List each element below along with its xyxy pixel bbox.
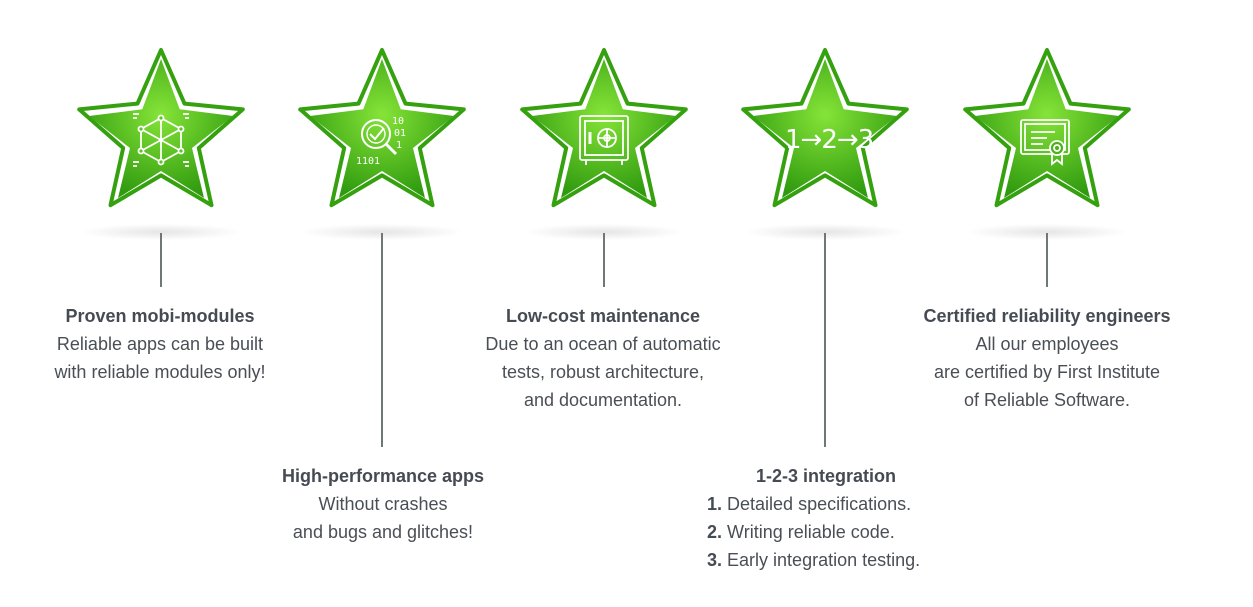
feature-title: High-performance apps <box>281 466 485 486</box>
feature-description-line: and documentation. <box>523 390 683 410</box>
feature-description-line: are certified by First Institute <box>933 362 1161 382</box>
svg-text:1: 1 <box>396 140 402 151</box>
connector-line <box>824 233 826 447</box>
star-shadow <box>745 224 905 240</box>
list-item: 2. Writing reliable code. <box>707 518 977 546</box>
list-item: 1. Detailed specifications. <box>707 490 977 518</box>
feature-title-wrap: 1-2-3 integration <box>676 462 976 490</box>
step-number: 1. <box>707 494 723 514</box>
connector-line <box>381 233 383 447</box>
safe-icon <box>574 110 634 175</box>
feature-description-line: tests, robust architecture, <box>501 362 705 382</box>
feature-text: High-performance apps Without crashes an… <box>233 462 533 546</box>
svg-text:10: 10 <box>392 116 404 127</box>
feature-title: 1-2-3 integration <box>755 466 897 486</box>
connector-line <box>603 233 605 287</box>
connector-line <box>1046 233 1048 287</box>
feature-text: Low-cost maintenance Due to an ocean of … <box>448 302 758 414</box>
step-text: Early integration testing. <box>727 550 921 570</box>
star-shadow <box>967 224 1127 240</box>
star-badge <box>957 46 1137 226</box>
certificate-icon <box>1017 110 1077 175</box>
step-text: Detailed specifications. <box>727 494 912 514</box>
svg-text:1101: 1101 <box>356 156 380 167</box>
star-badge <box>514 46 694 226</box>
step-text: Writing reliable code. <box>727 522 895 542</box>
feature-description-line: Due to an ocean of automatic <box>485 334 721 354</box>
feature-description-line: Without crashes <box>318 494 448 514</box>
feature-description-line: with reliable modules only! <box>54 362 266 382</box>
network-cube-icon <box>131 110 191 175</box>
binary-magnifier-check-icon: 10 01 1 1101 <box>352 110 412 175</box>
star-badge <box>735 46 915 226</box>
star-shadow <box>302 224 462 240</box>
step-number: 3. <box>707 550 723 570</box>
star-shadow <box>81 224 241 240</box>
feature-description-line: of Reliable Software. <box>963 390 1131 410</box>
svg-text:01: 01 <box>394 128 406 139</box>
feature-title: Certified reliability engineers <box>923 306 1171 326</box>
feature-text: Proven mobi-modules Reliable apps can be… <box>20 302 300 386</box>
list-item: 3. Early integration testing. <box>707 546 977 574</box>
integration-steps-list: 1. Detailed specifications. 2. Writing r… <box>707 490 977 574</box>
feature-text: Certified reliability engineers All our … <box>892 302 1202 414</box>
feature-title: Proven mobi-modules <box>65 306 255 326</box>
connector-line <box>160 233 162 287</box>
one-two-three-icon: 1→2→3 <box>785 125 874 155</box>
feature-title: Low-cost maintenance <box>505 306 701 326</box>
feature-description-line: All our employees <box>975 334 1119 354</box>
star-shadow <box>524 224 684 240</box>
feature-description-line: and bugs and glitches! <box>292 522 474 542</box>
step-number: 2. <box>707 522 723 542</box>
feature-description-line: Reliable apps can be built <box>56 334 264 354</box>
